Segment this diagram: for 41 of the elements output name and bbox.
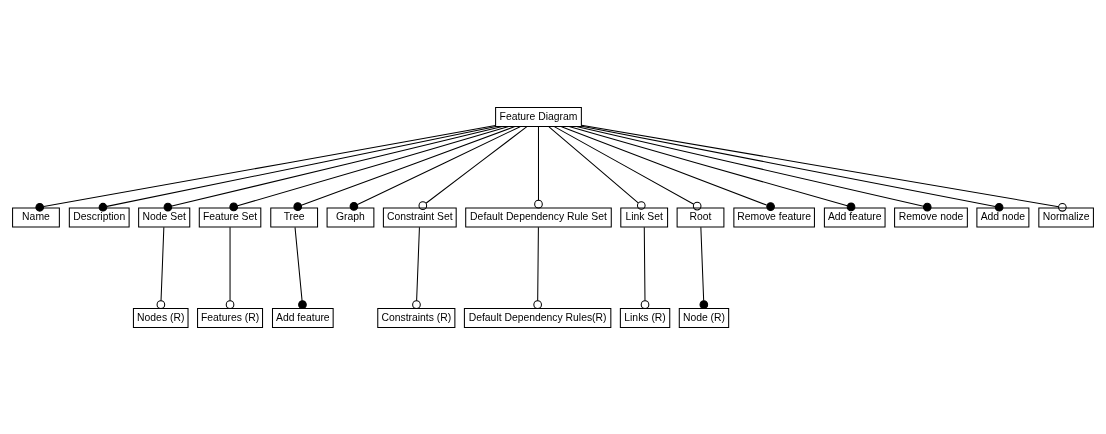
node-box: Features (R) <box>197 307 264 328</box>
node-box: Normalize <box>1038 206 1094 228</box>
connector <box>575 125 932 211</box>
node-box: Constraints (R) <box>377 307 456 328</box>
node-box: Remove node <box>894 206 968 228</box>
connector <box>418 125 528 210</box>
connector <box>294 226 307 309</box>
connector <box>229 125 510 211</box>
node-box: Nodes (R) <box>132 307 189 328</box>
connector <box>225 226 235 309</box>
node-box: Default Dependency Rule Set <box>465 206 612 228</box>
connector <box>640 226 650 309</box>
connector <box>699 226 709 309</box>
node-box: Add feature <box>272 307 334 328</box>
node-box: Node Set <box>138 206 191 228</box>
connector <box>568 125 856 211</box>
node-box: Name <box>12 206 60 228</box>
node-box: Feature Diagram <box>495 106 582 127</box>
connector <box>553 125 702 210</box>
node-box: Remove feature <box>733 206 815 228</box>
node-box: Links (R) <box>619 307 671 328</box>
node-box: Graph <box>326 206 375 228</box>
node-box: Link Set <box>620 206 669 228</box>
node-box: Add feature <box>823 206 886 228</box>
node-box: Default Dependency Rules(R) <box>463 307 612 328</box>
connector <box>548 125 646 210</box>
node-box: Add node <box>976 206 1030 228</box>
connector <box>163 125 503 211</box>
connector <box>412 226 421 309</box>
connector <box>561 125 775 211</box>
node-box: Node (R) <box>678 307 730 328</box>
node-box: Tree <box>270 206 319 228</box>
node-box: Root <box>676 206 725 228</box>
connector <box>349 125 521 211</box>
node-box: Constraint Set <box>382 206 457 228</box>
connector <box>533 226 542 309</box>
connector <box>293 125 516 211</box>
node-box: Description <box>68 206 130 228</box>
connector <box>534 125 543 208</box>
connector <box>156 226 166 309</box>
node-box: Feature Set <box>198 206 262 228</box>
